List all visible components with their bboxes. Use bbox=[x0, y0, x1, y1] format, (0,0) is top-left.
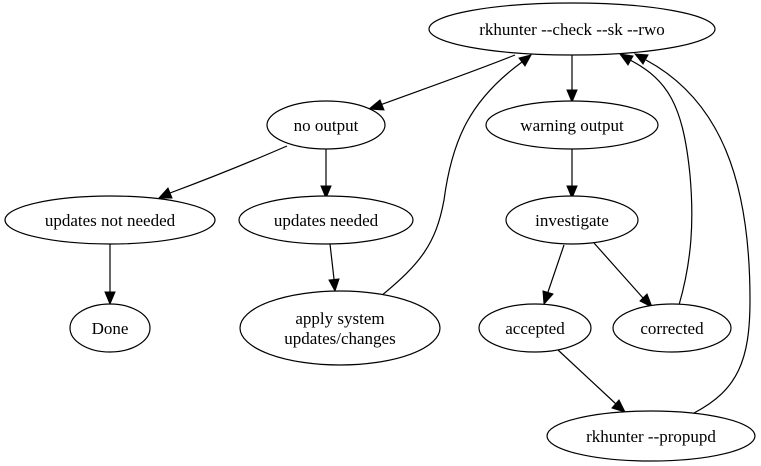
node-updates-not-needed-label: updates not needed bbox=[45, 211, 176, 230]
edge-updates-not-needed-to-done bbox=[104, 244, 116, 306]
node-corrected: corrected bbox=[612, 303, 732, 353]
node-accepted-label: accepted bbox=[505, 319, 565, 338]
node-done: Done bbox=[69, 303, 151, 353]
edge-check-to-no-output bbox=[367, 54, 516, 111]
node-propupd: rkhunter --propupd bbox=[546, 410, 756, 462]
edge-investigate-to-corrected bbox=[593, 242, 653, 309]
node-done-label: Done bbox=[92, 319, 129, 338]
node-corrected-label: corrected bbox=[640, 319, 704, 338]
node-updates-needed-label: updates needed bbox=[274, 211, 379, 230]
edge-check-to-warning-output bbox=[566, 55, 578, 104]
edge-corrected-to-check bbox=[618, 53, 693, 306]
node-warning-output: warning output bbox=[485, 100, 659, 150]
node-warning-output-label: warning output bbox=[520, 116, 624, 135]
edge-investigate-to-accepted bbox=[542, 244, 565, 306]
node-apply-updates-label-line2: updates/changes bbox=[284, 329, 395, 348]
node-apply-updates: apply system updates/changes bbox=[239, 290, 441, 366]
edge-warning-output-to-investigate bbox=[566, 149, 578, 200]
node-accepted: accepted bbox=[478, 303, 592, 353]
edge-updates-needed-to-apply-updates bbox=[328, 243, 340, 293]
node-apply-updates-label-line1: apply system bbox=[295, 309, 384, 328]
edge-propupd-to-check bbox=[633, 53, 751, 414]
node-investigate-label: investigate bbox=[535, 211, 609, 230]
node-investigate: investigate bbox=[505, 195, 639, 245]
node-updates-needed: updates needed bbox=[238, 195, 414, 245]
node-no-output: no output bbox=[266, 100, 386, 150]
edge-apply-updates-to-check bbox=[380, 54, 532, 297]
node-propupd-label: rkhunter --propupd bbox=[586, 427, 716, 446]
edge-accepted-to-propupd bbox=[557, 349, 626, 413]
edge-no-output-to-updates-needed bbox=[320, 149, 332, 200]
node-no-output-label: no output bbox=[294, 116, 359, 135]
node-check-label: rkhunter --check --sk --rwo bbox=[479, 20, 665, 39]
node-check: rkhunter --check --sk --rwo bbox=[428, 2, 716, 56]
edge-no-output-to-updates-not-needed bbox=[157, 145, 288, 199]
node-updates-not-needed: updates not needed bbox=[4, 195, 216, 245]
